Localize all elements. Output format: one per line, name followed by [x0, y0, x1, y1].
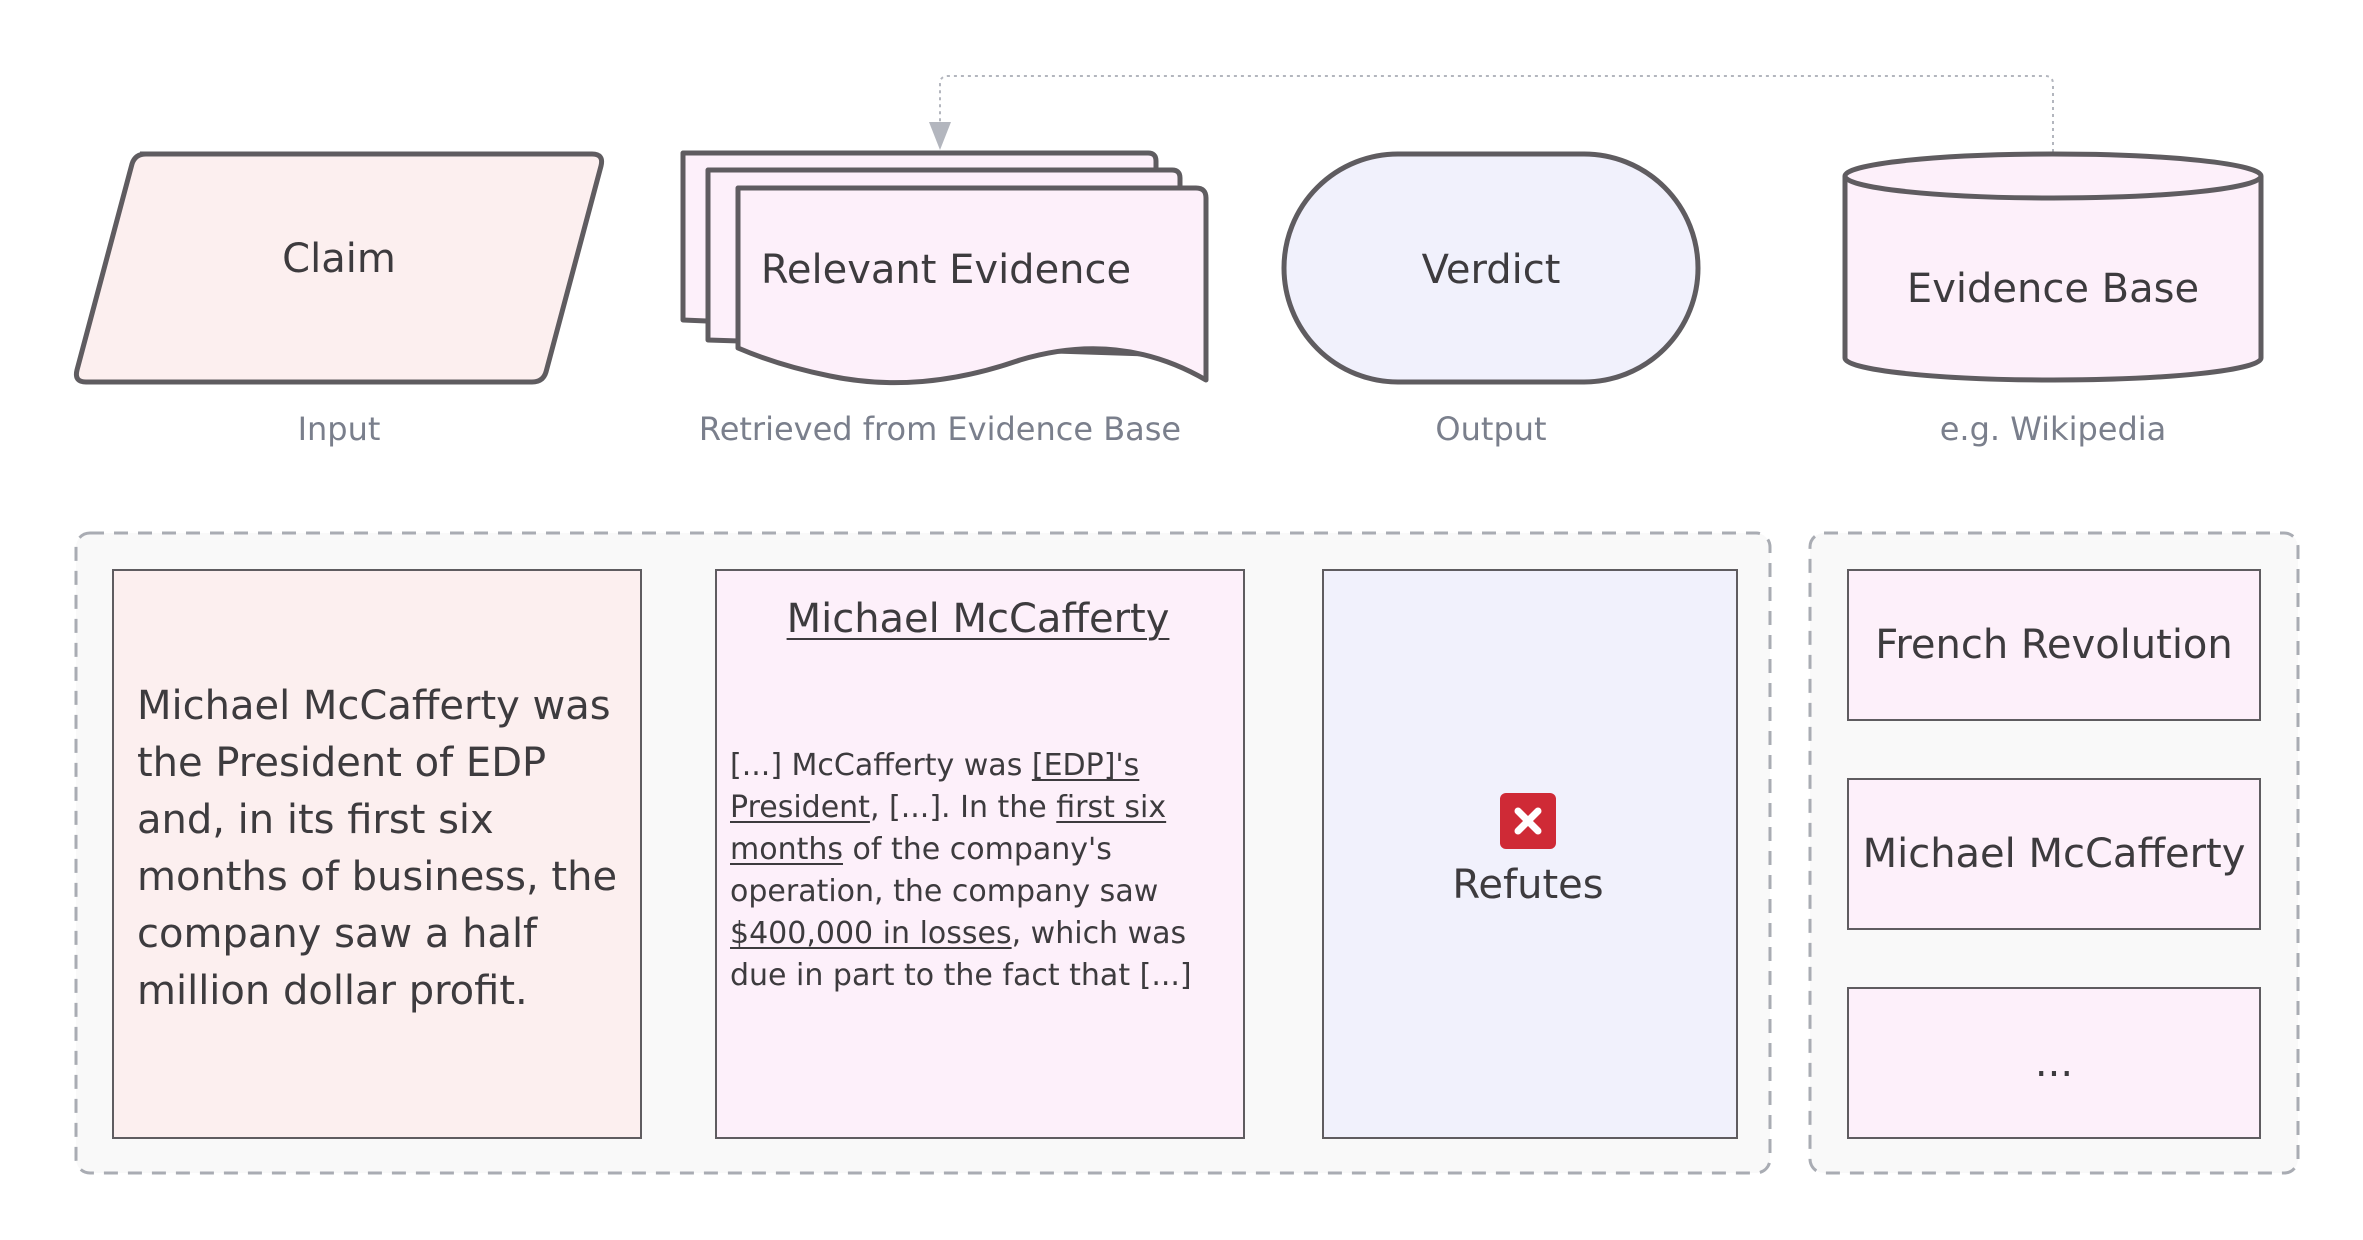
evidence-base-item: Michael McCafferty — [1847, 778, 2261, 930]
close-icon — [1500, 793, 1556, 849]
evidence-text: of the company's operation, the company … — [730, 832, 1159, 909]
arrow-head-icon — [929, 122, 951, 150]
evidence-shape — [680, 150, 1209, 386]
evidence-base-title: Evidence Base — [1907, 266, 2199, 312]
evidence-base-item-label: French Revolution — [1875, 622, 2233, 668]
evidence-highlight: [EDP]'s President — [730, 748, 1140, 825]
verdict-label: Refutes — [1452, 862, 1604, 908]
retrieval-arrow — [929, 75, 2054, 152]
verdict-caption: Output — [1435, 410, 1546, 448]
claim-shape — [73, 151, 605, 385]
claim-box — [112, 569, 642, 1139]
claim-title: Claim — [282, 236, 396, 282]
evidence-text: [...] McCafferty was — [730, 748, 1032, 783]
verdict-title: Verdict — [1422, 247, 1561, 293]
evidence-text: , which was due in part to the fact that… — [730, 916, 1192, 993]
evidence-base-shape — [1842, 151, 2264, 383]
evidence-article-title: Michael McCafferty — [718, 596, 1238, 642]
verdict-box — [1322, 569, 1738, 1139]
claim-caption: Input — [298, 410, 381, 448]
evidence-highlight: first six months — [730, 790, 1167, 867]
claim-text: Michael McCafferty was the President of … — [137, 683, 618, 1014]
evidence-article-title-text: Michael McCafferty — [786, 596, 1170, 642]
evidence-base-item: ... — [1847, 987, 2261, 1139]
evidence-box — [715, 569, 1245, 1139]
evidence-excerpt: [...] McCafferty was [EDP]'s President, … — [730, 745, 1240, 997]
verdict-shape — [1281, 151, 1701, 385]
evidence-base-item-label: Michael McCafferty — [1862, 831, 2246, 877]
evidence-base-item-label: ... — [2034, 1040, 2074, 1086]
evidence-base-caption: e.g. Wikipedia — [1940, 410, 2167, 448]
evidence-base-item: French Revolution — [1847, 569, 2261, 721]
evidence-highlight: $400,000 in losses — [730, 916, 1012, 951]
evidence-title: Relevant Evidence — [761, 247, 1131, 293]
evidence-text: , [...]. In the — [869, 790, 1057, 825]
evidence-caption: Retrieved from Evidence Base — [699, 410, 1181, 448]
